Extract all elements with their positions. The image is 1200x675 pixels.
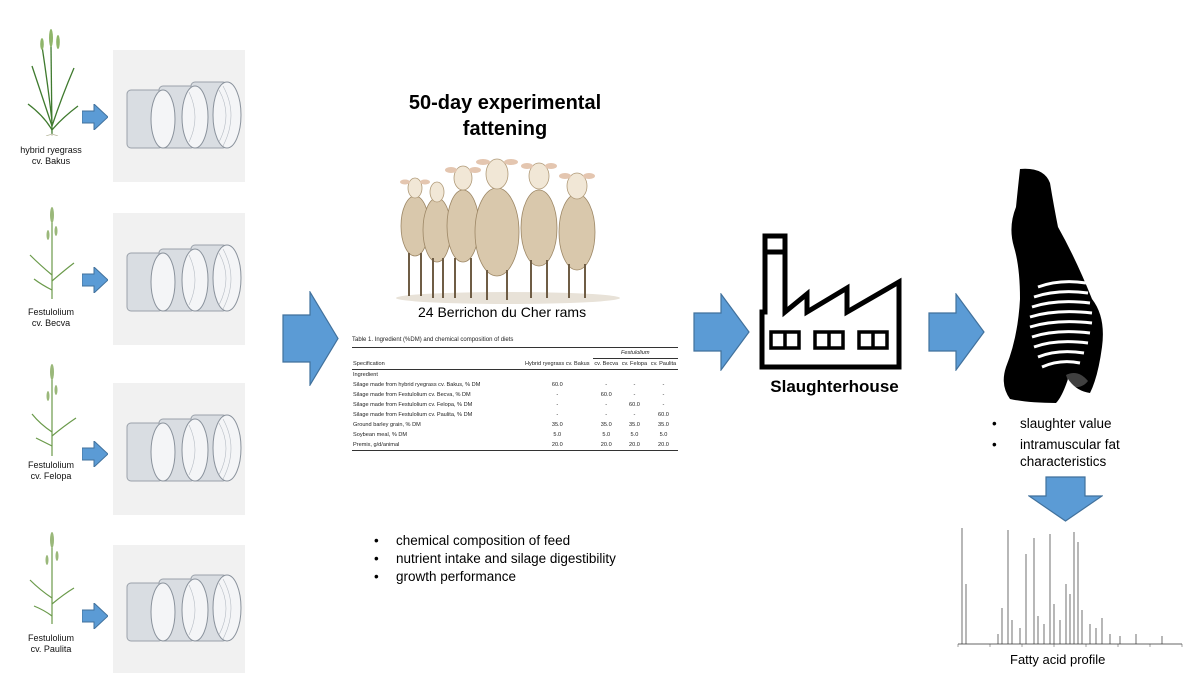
plant-label: Festulolium cv. Becva: [27, 307, 74, 328]
grass-plant-icon: [29, 207, 75, 299]
chromatogram-caption: Fatty acid profile: [1010, 652, 1106, 667]
chromatogram-image: [950, 524, 1186, 652]
fattening-title: 50-day experimental fattening: [408, 92, 602, 140]
table-section: Ingredient: [353, 372, 378, 378]
sheep-flock-image: [396, 158, 620, 304]
lamb-carcass-icon: [1003, 168, 1103, 403]
arrow-right-icon: [693, 293, 750, 371]
grass-plant-icon: [31, 364, 77, 456]
list-item: nutrient intake and silage digestibility: [368, 550, 616, 568]
table-caption: Table 1. Ingredient (%DM) and chemical c…: [352, 337, 514, 343]
table-header-felopa: cv. Felopa: [621, 361, 648, 367]
table-header-group: Festulolium: [592, 347, 678, 359]
grass-plant-icon: [27, 29, 79, 136]
plant-label: Festulolium cv. Felopa: [27, 460, 74, 481]
fattening-outcomes-list: chemical composition of feed nutrient in…: [368, 532, 616, 586]
table-row: Silage made from Festulolium cv. Paulita…: [353, 412, 669, 418]
arrow-right-icon: [82, 267, 108, 293]
arrow-right-icon: [82, 441, 108, 467]
table-row: Silage made from hybrid ryegrass cv. Bak…: [353, 382, 665, 388]
arrow-right-icon: [928, 293, 985, 371]
arrow-right-icon: [282, 291, 339, 386]
table-row: Silage made from Festulolium cv. Felopa,…: [353, 402, 665, 408]
plant-label: hybrid ryegrass cv. Bakus: [20, 145, 82, 166]
silage-bales-image: [113, 545, 245, 673]
list-item: intramuscular fat characteristics: [988, 436, 1170, 470]
sheep-caption: 24 Berrichon du Cher rams: [418, 304, 587, 320]
arrow-right-icon: [82, 104, 108, 130]
table-header-paulita: cv. Paulita: [650, 361, 677, 367]
factory-icon: [759, 233, 902, 370]
silage-bales-image: [113, 213, 245, 345]
silage-bales-image: [113, 50, 245, 182]
arrow-right-icon: [82, 603, 108, 629]
list-item: slaughter value: [988, 415, 1170, 432]
table-header-spec: Specification: [353, 361, 385, 367]
table-header-becva: cv. Becva: [594, 361, 619, 367]
diet-table: Table 1. Ingredient (%DM) and chemical c…: [352, 337, 678, 451]
table-row: Silage made from Festulolium cv. Becva, …: [353, 392, 665, 398]
grass-plant-icon: [29, 532, 75, 624]
list-item: chemical composition of feed: [368, 532, 616, 550]
list-item: growth performance: [368, 568, 616, 586]
arrow-down-icon: [1028, 476, 1103, 522]
plant-label: Festulolium cv. Paulita: [27, 633, 74, 654]
slaughterhouse-label: Slaughterhouse: [770, 377, 899, 396]
slaughter-outcomes-list: slaughter value intramuscular fat charac…: [988, 415, 1170, 470]
table-header-hybrid: Hybrid ryegrass cv. Bakus: [524, 361, 590, 367]
silage-bales-image: [113, 383, 245, 515]
